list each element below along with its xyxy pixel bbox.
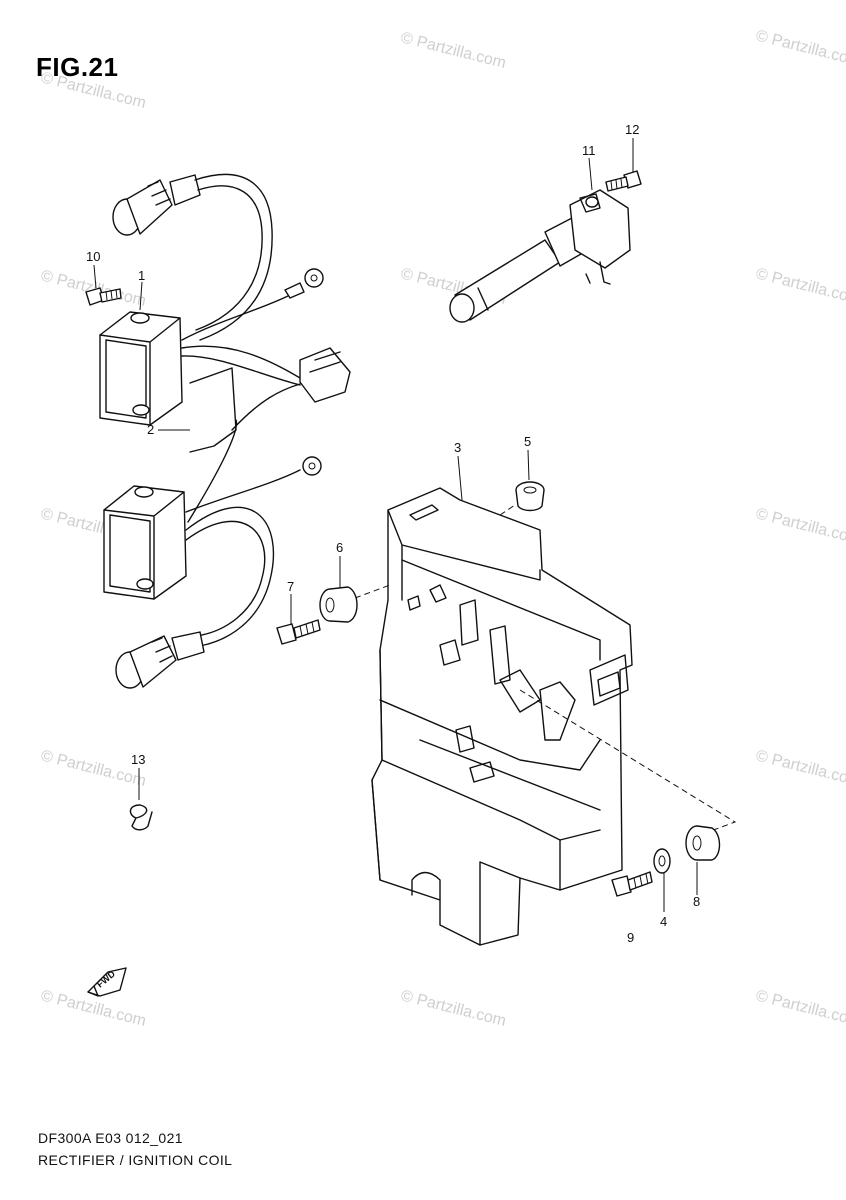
callout-10: 10 <box>86 249 100 264</box>
ignition-coil <box>449 189 631 323</box>
callout-8: 8 <box>693 894 700 909</box>
bolt-7 <box>276 619 321 645</box>
footer-code: DF300A E03 012_021 <box>38 1130 183 1146</box>
callout-9: 9 <box>627 930 634 945</box>
washer-4 <box>653 848 671 874</box>
bolt-12 <box>605 170 642 192</box>
callout-1: 1 <box>138 268 145 283</box>
callout-leaders <box>93 138 698 912</box>
watermark: © Partzilla.com <box>399 29 508 72</box>
grommet-5 <box>515 481 545 512</box>
watermark: © Partzilla.com <box>754 987 846 1030</box>
callout-5: 5 <box>524 434 531 449</box>
grommet-8 <box>685 825 721 861</box>
rectifier-upper <box>99 173 351 426</box>
watermark: © Partzilla.com <box>754 747 846 790</box>
watermark: © Partzilla.com <box>39 69 148 112</box>
watermark: © Partzilla.com <box>754 27 846 70</box>
bracket <box>371 487 633 946</box>
clip-13 <box>129 804 153 831</box>
bolt-9 <box>611 871 653 897</box>
fwd-arrow-icon: FWD <box>87 967 127 997</box>
callout-11: 11 <box>582 143 596 158</box>
footer-description: RECTIFIER / IGNITION COIL <box>38 1152 233 1168</box>
leader-lines <box>354 504 737 836</box>
watermark: © Partzilla.com <box>754 265 846 308</box>
watermark: © Partzilla.com <box>399 987 508 1030</box>
grommet-6 <box>319 586 358 623</box>
callout-7: 7 <box>287 579 294 594</box>
callout-13: 13 <box>131 752 145 767</box>
bolt-10 <box>85 287 122 306</box>
figure-title: FIG.21 <box>36 52 119 82</box>
callout-4: 4 <box>660 914 667 929</box>
rectifier-lower <box>103 419 322 689</box>
callout-2: 2 <box>147 422 154 437</box>
callout-6: 6 <box>336 540 343 555</box>
callout-numbers: 1 2 3 4 5 6 7 8 9 10 11 12 13 <box>86 122 700 945</box>
watermark: © Partzilla.com <box>754 505 846 548</box>
callout-3: 3 <box>454 440 461 455</box>
callout-12: 12 <box>625 122 639 137</box>
